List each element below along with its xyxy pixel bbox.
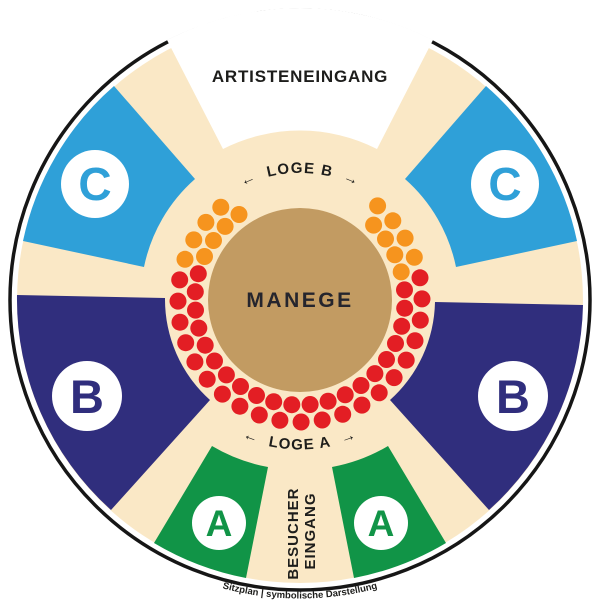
seat-dot-loge-a: [396, 281, 413, 299]
seat-dot-loge-b: [396, 229, 414, 247]
seat-dot-loge-a: [378, 351, 395, 368]
visitor-entrance-line2: EINGANG: [302, 492, 319, 569]
seat-dot-loge-a: [186, 283, 204, 301]
seat-dot-loge-a: [313, 411, 331, 429]
seat-dot-loge-b: [386, 246, 404, 264]
section-b-right-badge[interactable]: [478, 361, 548, 431]
seat-dot-loge-a: [231, 397, 249, 415]
seat-dot-loge-a: [393, 317, 411, 335]
seat-dot-loge-a: [406, 332, 424, 350]
seat-dot-loge-a: [250, 406, 268, 424]
seat-dot-loge-a: [196, 336, 214, 354]
seat-dot-loge-a: [171, 271, 189, 289]
seat-dots: [169, 197, 431, 431]
seat-dot-loge-b: [205, 232, 222, 249]
seat-dot-loge-b: [230, 206, 248, 223]
seat-dot-loge-a: [411, 269, 429, 287]
manege-label: MANEGE: [246, 289, 353, 312]
section-c-right-badge[interactable]: [471, 150, 539, 218]
section-c-left-badge[interactable]: [61, 150, 129, 218]
seat-dot-loge-a: [319, 392, 337, 410]
seat-dot-loge-a: [283, 396, 301, 414]
seat-dot-loge-a: [396, 299, 414, 317]
seat-dot-loge-b: [216, 217, 234, 235]
section-a-left-badge[interactable]: [192, 496, 246, 550]
seat-dot-loge-a: [186, 353, 204, 371]
seat-dot-loge-a: [169, 292, 187, 310]
seat-dot-loge-b: [365, 216, 383, 234]
seat-dot-loge-b: [196, 248, 213, 265]
visitor-entrance-label: BESUCHER EINGANG: [285, 482, 319, 579]
artist-entrance-label: ARTISTENEINGANG: [212, 67, 388, 86]
seat-dot-loge-b: [392, 263, 410, 281]
seat-dot-loge-a: [370, 384, 388, 402]
seat-dot-loge-a: [265, 393, 283, 411]
seat-dot-loge-b: [405, 248, 423, 266]
section-a-right-badge[interactable]: [354, 496, 408, 550]
visitor-entrance-line1: BESUCHER: [285, 487, 302, 579]
section-b-left-label: B: [70, 370, 104, 423]
seat-dot-loge-b: [384, 212, 402, 230]
seat-dot-loge-a: [206, 352, 223, 370]
seat-dot-loge-a: [336, 386, 354, 404]
seat-dot-loge-b: [369, 197, 387, 215]
section-b-left-badge[interactable]: [52, 361, 122, 431]
seat-dot-loge-a: [411, 311, 429, 329]
seat-dot-loge-a: [292, 413, 310, 431]
artist-entrance-corridor: [167, 7, 433, 150]
section-badges: C C B B A A: [52, 150, 548, 550]
seat-dot-loge-a: [213, 385, 231, 403]
seat-dot-loge-a: [334, 405, 352, 423]
seat-dot-loge-a: [232, 378, 249, 395]
seat-dot-loge-a: [301, 396, 319, 413]
section-a-left-label: A: [206, 503, 233, 544]
section-c-right-label: C: [488, 158, 521, 210]
seat-dot-loge-a: [353, 396, 371, 414]
section-b-right-label: B: [496, 370, 530, 423]
seat-dot-loge-a: [397, 351, 415, 369]
seat-dot-loge-a: [366, 365, 384, 383]
seat-dot-loge-a: [171, 313, 189, 331]
seat-dot-loge-a: [189, 265, 207, 283]
seat-dot-loge-a: [385, 369, 403, 387]
seat-dot-loge-a: [187, 301, 204, 319]
seat-dot-loge-a: [217, 366, 235, 384]
seat-dot-loge-a: [190, 319, 208, 337]
manege-circle: [208, 208, 392, 392]
seat-dot-loge-a: [352, 377, 370, 394]
seat-dot-loge-a: [198, 370, 216, 388]
seat-dot-loge-b: [197, 213, 215, 231]
section-c-left-label: C: [78, 158, 111, 210]
seat-dot-loge-a: [177, 334, 195, 352]
seat-dot-loge-b: [176, 250, 194, 268]
seat-dot-loge-a: [413, 290, 431, 308]
section-a-right-label: A: [368, 503, 395, 544]
seat-dot-loge-b: [377, 230, 394, 248]
seat-dot-loge-a: [271, 411, 289, 429]
seat-dot-loge-b: [185, 231, 203, 249]
seat-dot-loge-b: [212, 198, 230, 216]
seat-dot-loge-a: [387, 335, 404, 352]
seat-dot-loge-a: [248, 387, 265, 404]
